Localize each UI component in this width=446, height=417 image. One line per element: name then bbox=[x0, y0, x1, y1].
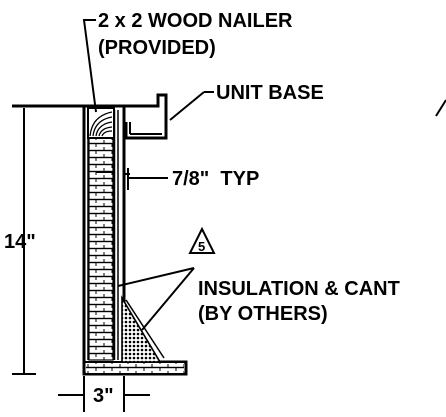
note-triangle-icon bbox=[188, 226, 216, 254]
dim-height-label: 14" bbox=[4, 231, 36, 253]
label-typ-dimension: 7/8" TYP bbox=[172, 168, 259, 190]
label-unit-base: UNIT BASE bbox=[216, 82, 324, 104]
leader-cant bbox=[141, 267, 195, 331]
cant-strip-edge bbox=[125, 299, 165, 359]
note-number: 5 bbox=[198, 239, 205, 254]
cant-strip bbox=[121, 295, 162, 363]
label-insulation-line2: (BY OTHERS) bbox=[198, 303, 328, 325]
leader-wood-nailer bbox=[82, 19, 97, 113]
unit-base-channel bbox=[118, 93, 168, 140]
label-insulation-line1: INSULATION & CANT bbox=[198, 278, 400, 300]
leader-unit-base bbox=[169, 91, 205, 121]
label-wood-nailer-line2: (PROVIDED) bbox=[98, 37, 216, 59]
base-insulation-strip bbox=[86, 363, 184, 373]
edge-mark bbox=[435, 99, 446, 117]
dim-width-label: 3" bbox=[93, 385, 114, 407]
curb-insulation bbox=[88, 137, 114, 361]
leader-insulation bbox=[117, 267, 195, 287]
wood-grain-symbol bbox=[89, 111, 113, 137]
label-wood-nailer-line1: 2 x 2 WOOD NAILER bbox=[98, 10, 293, 32]
